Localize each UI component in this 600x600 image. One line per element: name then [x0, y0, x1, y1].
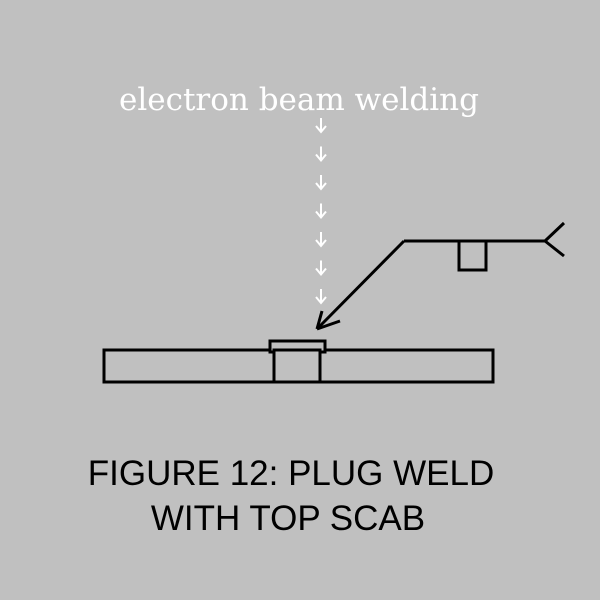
plug-weld-symbol — [457, 241, 488, 272]
right-plate — [318, 348, 495, 384]
beam-arrow — [315, 203, 327, 220]
beam-arrow — [315, 289, 327, 305]
caption-line-2: WITH TOP SCAB — [151, 499, 425, 538]
beam-arrow — [315, 118, 327, 134]
beam-arrow — [315, 175, 327, 191]
beam-arrow — [315, 232, 327, 248]
beam-arrow — [315, 146, 327, 163]
plug-insert — [272, 348, 322, 384]
caption-line-1: FIGURE 12: PLUG WELD — [88, 454, 494, 493]
weld-symbol-tail — [543, 221, 566, 258]
beam-arrows — [315, 118, 327, 305]
beam-arrow — [315, 260, 327, 277]
left-plate — [102, 348, 276, 384]
beam-label: electron beam welding — [119, 82, 479, 118]
leader-line — [317, 239, 406, 329]
leader-arrowhead — [315, 310, 341, 331]
